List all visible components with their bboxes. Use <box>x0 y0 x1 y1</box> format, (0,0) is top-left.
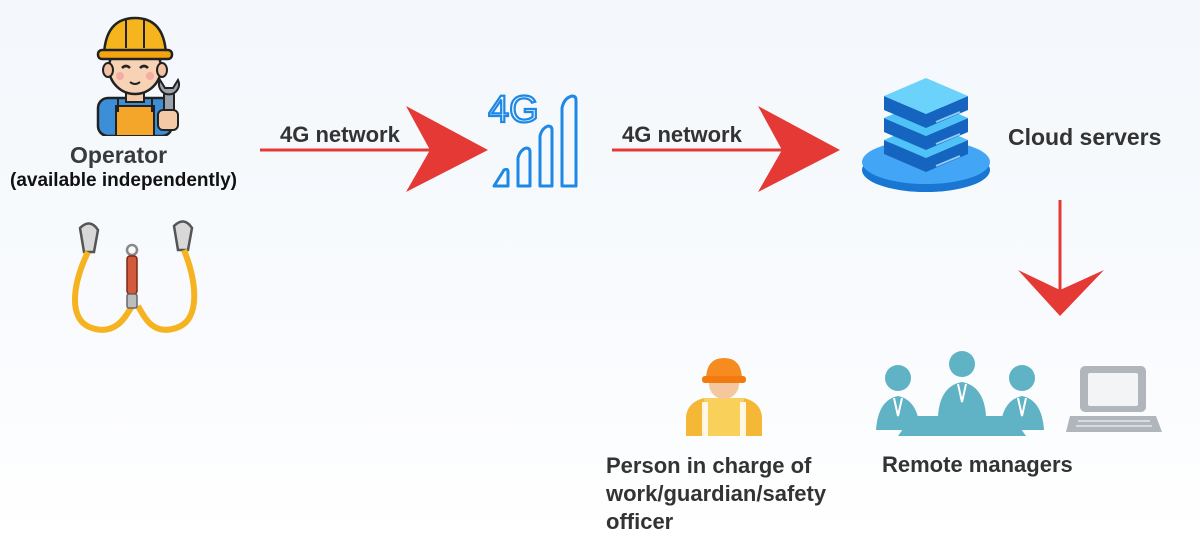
network-label-1: 4G network <box>280 122 400 147</box>
safety-lanyard-icon <box>72 220 198 333</box>
operator-title: Operator <box>70 142 168 168</box>
supervisor-icon <box>686 358 762 436</box>
managers-meeting-icon <box>876 351 1044 436</box>
4g-signal-label: 4G <box>488 89 539 131</box>
laptop-icon <box>1066 366 1162 432</box>
supervisor-label-line-3: officer <box>606 509 674 534</box>
cloud-servers-label: Cloud servers <box>1008 124 1162 150</box>
supervisor-label-line-2: work/guardian/safety <box>606 481 827 506</box>
4g-signal-icon: 4G <box>488 88 578 188</box>
arrow-right-1 <box>260 106 488 192</box>
supervisor-label-line-1: Person in charge of <box>606 453 812 478</box>
operator-icon <box>96 16 180 136</box>
network-label-2: 4G network <box>622 122 742 147</box>
arrow-right-2 <box>612 106 840 192</box>
supervisor-label: Person in charge of work/guardian/safety… <box>606 452 866 536</box>
arrow-down <box>1018 200 1104 316</box>
operator-subtitle: (available independently) <box>10 170 237 191</box>
server-icon <box>862 78 990 192</box>
remote-managers-label: Remote managers <box>882 452 1073 477</box>
